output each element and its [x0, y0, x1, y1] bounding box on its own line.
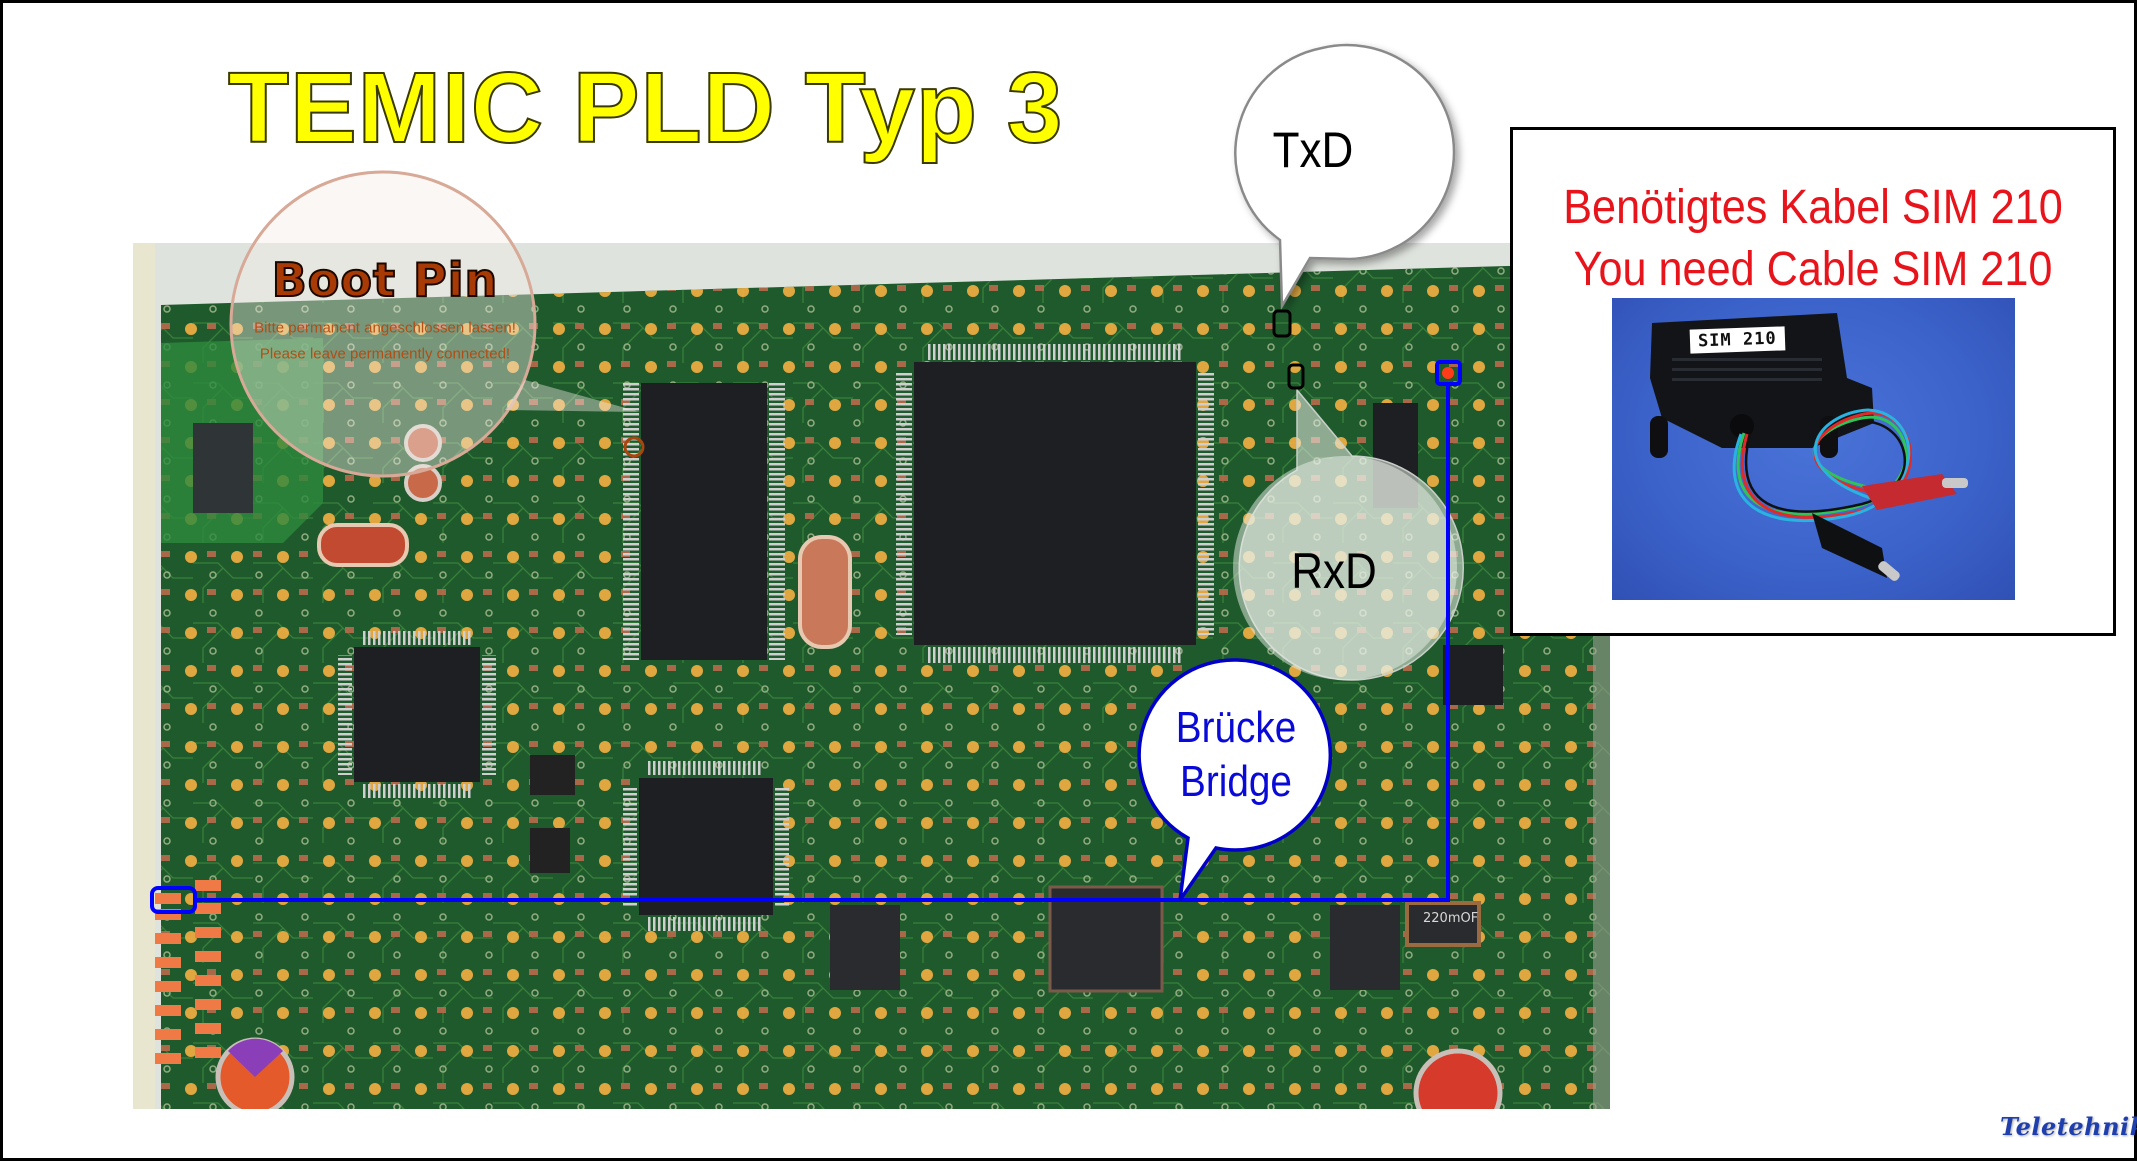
rxd-label: RxD — [1291, 543, 1377, 599]
chip — [641, 383, 767, 660]
boot-pin-note-de: Bitte permanent angeschlossen lassen! — [254, 319, 516, 337]
txd-label: TxD — [1272, 122, 1354, 178]
inductor-marking: 220mOF — [1423, 911, 1479, 926]
cable-photo: SIM 210 — [1612, 298, 2015, 600]
chip — [530, 755, 575, 795]
cable-required-de: Benötigtes Kabel SIM 210 — [1563, 181, 2063, 234]
boot-pin-heading: Boot Pin — [271, 252, 499, 308]
watermark-logo: Teletehnika — [2000, 1112, 2137, 1141]
chip — [639, 778, 773, 915]
cable-required-en: You need Cable SIM 210 — [1573, 243, 2053, 296]
chip — [354, 647, 480, 782]
boot-pin-note-en: Please leave permanently connected! — [259, 345, 511, 363]
page-title: TEMIC PLD Typ 3 — [227, 51, 1064, 165]
pcb-photo: 220mOF — [133, 243, 1610, 1109]
chip — [530, 828, 570, 873]
cable-info-box: Benötigtes Kabel SIM 210 You need Cable … — [1510, 127, 2116, 636]
bridge-label: Brücke Bridge — [1176, 701, 1297, 809]
chip — [914, 362, 1196, 645]
cable-sticker-label: SIM 210 — [1689, 326, 1786, 354]
bridge-label-de: Brücke — [1175, 703, 1297, 752]
bridge-label-en: Bridge — [1180, 757, 1292, 806]
